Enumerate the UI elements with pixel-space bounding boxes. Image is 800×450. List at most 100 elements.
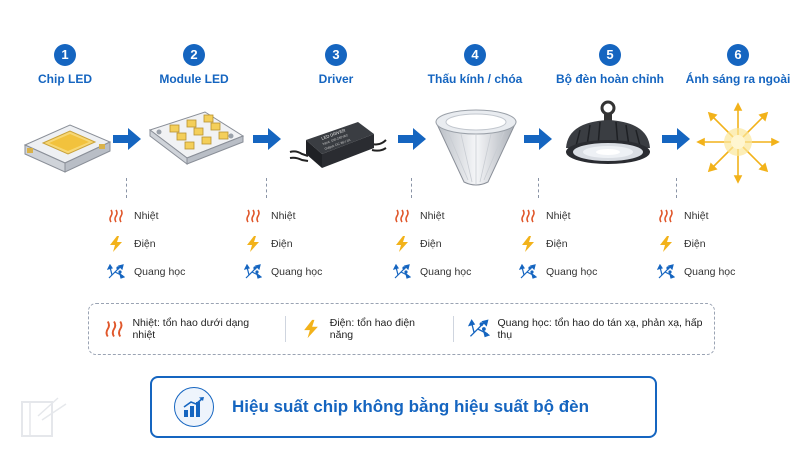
light-scatter-icon [656, 263, 676, 281]
step-number: 3 [325, 44, 347, 66]
lightning-bolt-icon [243, 235, 263, 253]
dashed-connector [538, 178, 539, 198]
heat-waves-icon [518, 207, 538, 225]
loss-optical: Quang học [243, 258, 353, 286]
step-label: Ánh sáng ra ngoài [685, 72, 791, 86]
lightning-bolt-icon [518, 235, 538, 253]
lightning-bolt-icon [106, 235, 126, 253]
step-5: 5 Bộ đèn hoàn chỉnh [545, 44, 675, 86]
legend-optical-text: Quang học: tổn hao do tán xạ, phản xạ, h… [497, 317, 703, 341]
loss-list-4: Nhiệt Điện Quang học [518, 202, 628, 286]
step-label: Chip LED [38, 72, 92, 86]
loss-electric: Điện [656, 230, 766, 258]
light-scatter-icon [467, 318, 490, 340]
loss-list-5: Nhiệt Điện Quang học [656, 202, 766, 286]
loss-heat: Nhiệt [392, 202, 502, 230]
loss-electric-label: Điện [546, 238, 568, 250]
loss-electric: Điện [106, 230, 216, 258]
chip-led-illustration [23, 124, 112, 173]
flow-arrow [662, 128, 690, 150]
flow-arrow [253, 128, 281, 150]
loss-legend: Nhiệt: tổn hao dưới dạng nhiệt Điện: tổn… [88, 303, 715, 355]
heat-waves-icon [656, 207, 676, 225]
dashed-connector [676, 178, 677, 198]
banner-text: Hiệu suất chip không bằng hiệu suất bộ đ… [232, 397, 590, 416]
loss-electric-label: Điện [134, 238, 156, 250]
lens-reflector-illustration [435, 109, 517, 186]
brand-logo-watermark [21, 397, 67, 437]
legend-heat-text: Nhiệt: tổn hao dưới dạng nhiệt [132, 317, 250, 341]
loss-heat-label: Nhiệt [420, 210, 445, 222]
loss-list-3: Nhiệt Điện Quang học [392, 202, 502, 286]
light-scatter-icon [518, 263, 538, 281]
loss-electric: Điện [392, 230, 502, 258]
heat-waves-icon [243, 207, 263, 225]
light-scatter-icon [392, 263, 412, 281]
heat-waves-icon [392, 207, 412, 225]
lightning-bolt-icon [392, 235, 412, 253]
efficiency-banner: Hiệu suất chip không bằng hiệu suất bộ đ… [150, 376, 657, 438]
step-number: 6 [727, 44, 749, 66]
step-label: Thấu kính / chóa [427, 72, 523, 86]
step-label: Bộ đèn hoàn chỉnh [556, 72, 664, 86]
step-label: Module LED [159, 72, 229, 86]
step-6: 6 Ánh sáng ra ngoài [673, 44, 800, 86]
loss-list-1: Nhiệt Điện Quang học [106, 202, 216, 286]
loss-optical-label: Quang học [271, 266, 323, 278]
loss-heat-label: Nhiệt [546, 210, 571, 222]
step-1: 1 Chip LED [0, 44, 130, 86]
legend-divider [452, 316, 454, 342]
legend-divider [285, 316, 287, 342]
loss-electric: Điện [518, 230, 628, 258]
loss-electric-label: Điện [271, 238, 293, 250]
loss-optical-label: Quang học [546, 266, 598, 278]
complete-luminaire-illustration [566, 100, 650, 164]
lightning-bolt-icon [656, 235, 676, 253]
loss-heat-label: Nhiệt [684, 210, 709, 222]
loss-list-2: Nhiệt Điện Quang học [243, 202, 353, 286]
legend-optical: Quang học: tổn hao do tán xạ, phản xạ, h… [467, 317, 715, 341]
loss-heat: Nhiệt [243, 202, 353, 230]
step-number: 1 [54, 44, 76, 66]
step-number: 4 [464, 44, 486, 66]
lightning-bolt-icon [300, 318, 321, 340]
loss-optical: Quang học [106, 258, 216, 286]
loss-optical: Quang học [518, 258, 628, 286]
legend-heat: Nhiệt: tổn hao dưới dạng nhiệt [103, 317, 271, 341]
flow-arrow [524, 128, 552, 150]
step-number: 2 [183, 44, 205, 66]
step-label: Driver [318, 72, 354, 86]
heat-waves-icon [106, 207, 126, 225]
loss-heat: Nhiệt [518, 202, 628, 230]
flow-arrow [398, 128, 426, 150]
loss-electric-label: Điện [420, 238, 442, 250]
loss-heat: Nhiệt [106, 202, 216, 230]
loss-optical-label: Quang học [684, 266, 736, 278]
loss-heat: Nhiệt [656, 202, 766, 230]
loss-optical-label: Quang học [420, 266, 472, 278]
loss-electric-label: Điện [684, 238, 706, 250]
loss-optical: Quang học [392, 258, 502, 286]
loss-optical: Quang học [656, 258, 766, 286]
dashed-connector [266, 178, 267, 198]
light-scatter-icon [106, 263, 126, 281]
dashed-connector [411, 178, 412, 198]
legend-electric: Điện: tổn hao điện năng [300, 317, 438, 341]
step-3: 3 Driver [271, 44, 401, 86]
heat-waves-icon [103, 318, 124, 340]
led-driver-illustration: LED DRIVER Input: 100-240VAC Output: DC … [289, 122, 387, 168]
growth-chart-icon [174, 387, 214, 427]
step-number: 5 [599, 44, 621, 66]
led-module-illustration [148, 111, 245, 166]
step-2: 2 Module LED [129, 44, 259, 86]
light-scatter-icon [243, 263, 263, 281]
dashed-connector [126, 178, 127, 198]
legend-electric-text: Điện: tổn hao điện năng [329, 317, 415, 341]
loss-optical-label: Quang học [134, 266, 186, 278]
light-output-illustration [696, 102, 780, 184]
step-4: 4 Thấu kính / chóa [410, 44, 540, 86]
loss-electric: Điện [243, 230, 353, 258]
loss-heat-label: Nhiệt [271, 210, 296, 222]
loss-heat-label: Nhiệt [134, 210, 159, 222]
flow-arrow [113, 128, 141, 150]
